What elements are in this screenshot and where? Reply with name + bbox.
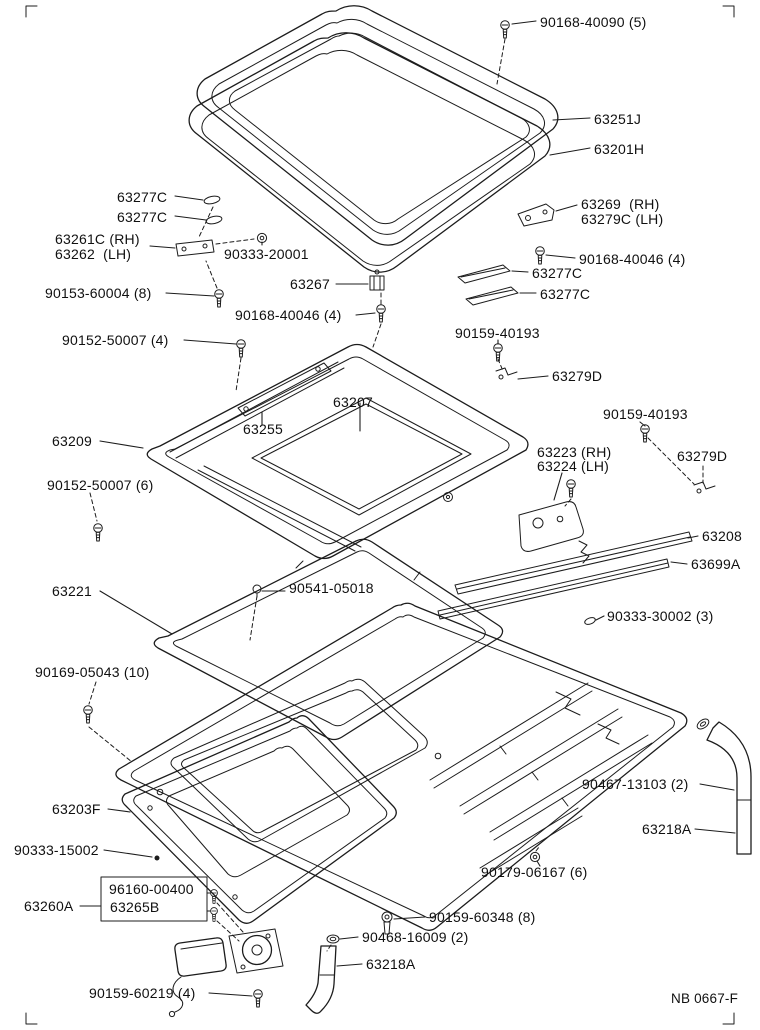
grommet-icon — [256, 232, 268, 244]
glass-seal-art — [188, 32, 551, 273]
part-label-63207: 63207 — [333, 394, 373, 410]
hose-clip-icon — [326, 934, 340, 944]
part-label-63201H: 63201H — [594, 141, 645, 157]
retainer-strip-icon — [457, 264, 519, 306]
part-label-63265B: 63265B — [110, 899, 160, 915]
part-label-90333-30002: 90333-30002 (3) — [607, 608, 714, 624]
sunroof-glass-art — [196, 5, 559, 246]
label-group-box — [100, 876, 208, 922]
part-label-90541-05018: 90541-05018 — [289, 580, 374, 596]
part-label-63269: 63269 (RH) — [581, 196, 660, 212]
slider-block-icon — [369, 269, 385, 291]
part-label-63279D-1: 63279D — [552, 368, 603, 384]
screw-icon — [566, 479, 576, 498]
drive-frame-art — [153, 538, 504, 741]
part-label-63277C-4: 63277C — [540, 286, 591, 302]
screw-icon — [500, 20, 510, 39]
clip-icon — [693, 481, 716, 494]
part-label-63279D-2: 63279D — [677, 448, 728, 464]
clip-dot-icon — [154, 855, 160, 861]
part-label-63251J: 63251J — [594, 111, 642, 127]
part-label-63223: 63223 (RH) — [537, 444, 612, 460]
screw-icon — [214, 289, 224, 308]
clip-icon — [495, 367, 518, 380]
part-label-90159-60348: 90159-60348 (8) — [429, 909, 536, 925]
bracket-icon — [517, 203, 555, 227]
part-label-90159-40193-2: 90159-40193 — [603, 406, 688, 422]
leader-lines — [79, 20, 736, 997]
part-label-63279C: 63279C (LH) — [581, 211, 664, 227]
bolt-icon — [381, 911, 393, 935]
part-label-63203F: 63203F — [52, 801, 101, 817]
part-label-63260A: 63260A — [24, 898, 74, 914]
motor-assembly-art — [168, 928, 284, 1018]
guide-rails-art — [437, 531, 693, 620]
part-label-63224: 63224 (LH) — [537, 458, 610, 474]
front-frame-art — [121, 715, 397, 924]
part-label-63277C-2: 63277C — [117, 209, 168, 225]
part-label-63261C: 63261C (RH) — [55, 231, 140, 247]
part-label-63209: 63209 — [52, 433, 92, 449]
screw-icon — [236, 339, 246, 358]
part-label-90159-40193-1: 90159-40193 — [455, 325, 540, 341]
part-label-90152-50007-6: 90152-50007 (6) — [47, 477, 154, 493]
part-label-90153-60004: 90153-60004 (8) — [45, 285, 152, 301]
drain-hose-art — [305, 718, 752, 1014]
part-label-90152-50007-4: 90152-50007 (4) — [62, 332, 169, 348]
part-label-90333-15002: 90333-15002 — [14, 842, 99, 858]
fastener-icons — [83, 20, 716, 1008]
bracket-icon — [175, 239, 215, 257]
corner-marks — [25, 5, 735, 1025]
screw-icon — [493, 343, 503, 362]
part-label-90159-60219: 90159-60219 (4) — [89, 985, 196, 1001]
part-label-90333-20001: 90333-20001 — [224, 246, 309, 262]
grommet-icon — [529, 851, 541, 863]
part-label-63221: 63221 — [52, 583, 92, 599]
part-label-90168-40046-2: 90168-40046 (4) — [235, 307, 342, 323]
roof-panel-art — [115, 602, 688, 931]
housing-frame-art — [146, 343, 529, 560]
part-label-63218A-2: 63218A — [366, 956, 416, 972]
part-label-96160-00400: 96160-00400 — [109, 881, 194, 897]
part-label-90467-13103: 90467-13103 (2) — [582, 776, 689, 792]
part-label-90468-16009: 90468-16009 (2) — [362, 929, 469, 945]
part-label-63218A-1: 63218A — [642, 821, 692, 837]
part-label-90168-40090: 90168-40090 (5) — [540, 14, 647, 30]
part-label-63262: 63262 (LH) — [55, 246, 132, 262]
part-label-90179-06167: 90179-06167 (6) — [481, 864, 588, 880]
screw-icon — [93, 523, 103, 542]
part-label-63208: 63208 — [702, 528, 742, 544]
screw-icon — [376, 304, 386, 323]
part-label-63267: 63267 — [290, 276, 330, 292]
screw-icon — [83, 705, 93, 724]
part-label-63699A: 63699A — [691, 556, 741, 572]
clip-icon — [584, 617, 596, 625]
part-label-90169-05043: 90169-05043 (10) — [35, 664, 150, 680]
part-label-63277C-1: 63277C — [117, 189, 168, 205]
screw-icon — [210, 907, 218, 922]
part-label-90168-40046-1: 90168-40046 (4) — [579, 251, 686, 267]
part-label-63277C-3: 63277C — [532, 265, 583, 281]
screw-icon — [640, 424, 650, 443]
drawing-code: NB 0667-F — [671, 991, 739, 1006]
screw-icon — [253, 989, 263, 1008]
screw-icon — [535, 246, 545, 265]
drive-bracket-art — [518, 501, 590, 564]
part-label-63255: 63255 — [243, 421, 283, 437]
